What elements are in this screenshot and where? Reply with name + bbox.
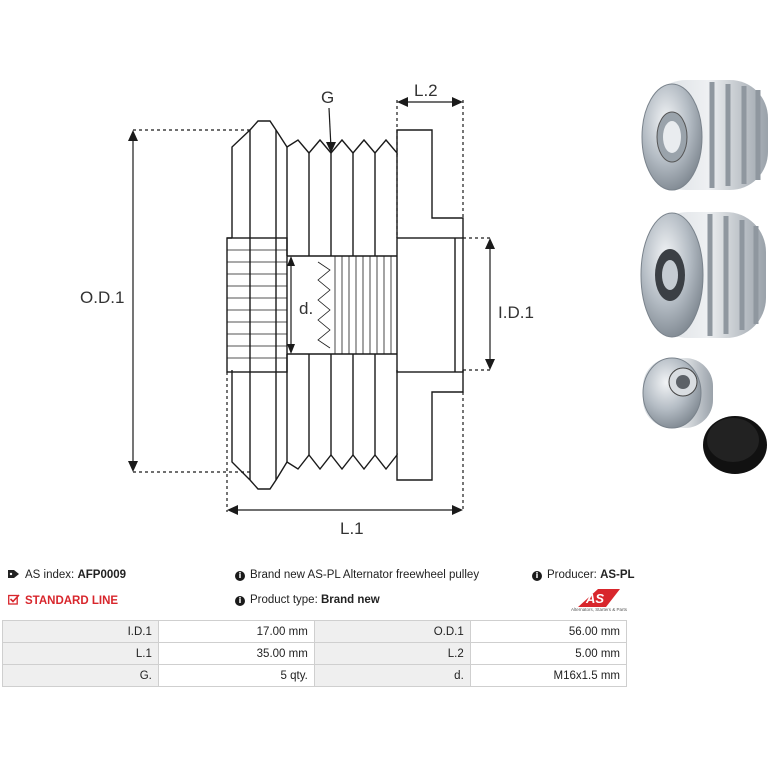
info-icon: i xyxy=(235,571,245,581)
as-index-label: AS index: xyxy=(25,569,75,581)
spline-hatching xyxy=(227,249,287,359)
standard-line-label: STANDARD LINE xyxy=(25,595,119,607)
product-type-label: Product type: xyxy=(250,594,318,606)
label-g: G xyxy=(321,88,334,107)
spec-value: 17.00 mm xyxy=(157,620,315,643)
spec-label: O.D.1 xyxy=(313,620,471,643)
table-row: I.D.1 17.00 mm O.D.1 56.00 mm xyxy=(2,620,628,643)
description: i Brand new AS-PL Alternator freewheel pu… xyxy=(235,569,479,581)
label-id1: I.D.1 xyxy=(498,303,534,322)
spec-label: I.D.1 xyxy=(2,620,159,643)
as-pl-logo: AS Alternators, Starters & Parts xyxy=(568,587,628,615)
label-od1: O.D.1 xyxy=(80,288,124,307)
producer-value: AS-PL xyxy=(600,569,635,581)
spec-label: L.2 xyxy=(313,642,471,665)
spec-value: M16x1.5 mm xyxy=(469,664,628,687)
table-row: G. 5 qty. d. M16x1.5 mm xyxy=(2,664,628,687)
product-photo-top xyxy=(641,80,768,191)
table-row: L.1 35.00 mm L.2 5.00 mm xyxy=(2,642,628,665)
spec-label: G. xyxy=(2,664,159,687)
product-type: i Product type: Brand new xyxy=(235,594,380,606)
label-d: d. xyxy=(299,299,313,318)
specs-table: I.D.1 17.00 mm O.D.1 56.00 mm L.1 35.00 … xyxy=(2,620,628,687)
check-square-icon xyxy=(8,594,20,608)
as-index-value: AFP0009 xyxy=(77,569,127,581)
spec-label: L.1 xyxy=(2,642,159,665)
pulley-outline xyxy=(226,120,464,490)
thread-lines xyxy=(317,256,392,354)
dimension-lines xyxy=(128,97,495,515)
dust-cap-photo xyxy=(703,416,767,474)
logo-subtitle: Alternators, Starters & Parts xyxy=(570,607,628,612)
spec-value: 56.00 mm xyxy=(469,620,628,643)
description-text: Brand new AS-PL Alternator freewheel pul… xyxy=(250,569,480,581)
spec-label: d. xyxy=(313,664,471,687)
label-l1: L.1 xyxy=(340,519,364,538)
logo-text: AS xyxy=(585,591,604,606)
product-photo-bottom xyxy=(642,357,713,429)
spec-value: 5.00 mm xyxy=(469,642,628,665)
info-icon: i xyxy=(532,571,542,581)
pulley-technical-drawing: G L.2 O.D.1 d. I.D.1 L.1 xyxy=(80,80,768,538)
spec-value: 5 qty. xyxy=(157,664,315,687)
tag-icon xyxy=(8,569,20,582)
as-index: AS index: AFP0009 xyxy=(8,569,126,582)
product-type-value: Brand new xyxy=(320,594,380,606)
product-photo-middle xyxy=(640,212,766,338)
label-l2: L.2 xyxy=(414,81,438,100)
spec-value: 35.00 mm xyxy=(157,642,315,665)
producer-label: Producer: xyxy=(547,569,597,581)
info-icon: i xyxy=(235,596,245,606)
standard-line: STANDARD LINE xyxy=(8,594,118,608)
producer: i Producer: AS-PL xyxy=(532,569,635,581)
